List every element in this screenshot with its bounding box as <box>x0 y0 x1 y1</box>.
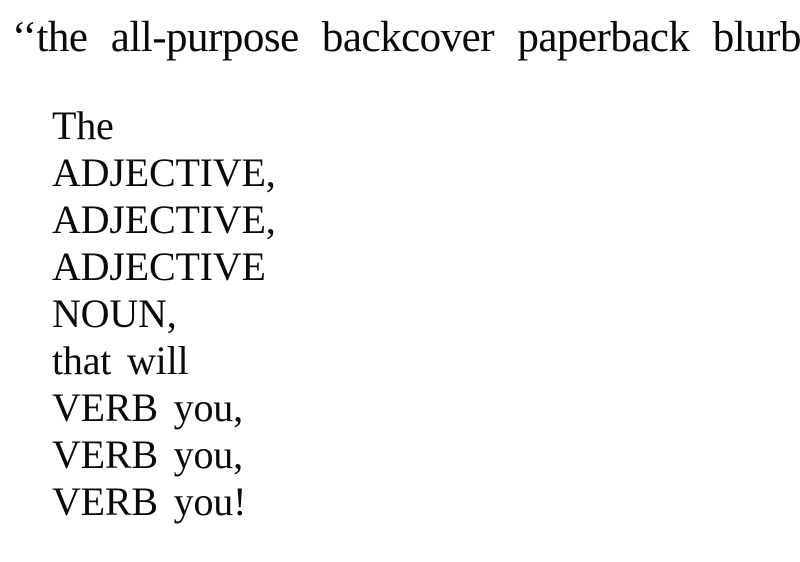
poem-line: ADJECTIVE <box>52 244 266 289</box>
blurb-heading: ‘‘the all-purpose backcover paperback bl… <box>12 14 800 61</box>
poem-line: ADJECTIVE, <box>52 150 276 195</box>
poem-line: NOUN, <box>52 291 177 336</box>
poem-line: VERB you, <box>52 385 243 430</box>
poem-line: VERB you! <box>52 479 247 524</box>
poem-line: that will <box>52 338 189 383</box>
poem-line: The <box>52 103 114 148</box>
blurb-template-list: The ADJECTIVE, ADJECTIVE, ADJECTIVE NOUN… <box>52 102 276 525</box>
poem-line: ADJECTIVE, <box>52 197 276 242</box>
poem-line: VERB you, <box>52 432 243 477</box>
